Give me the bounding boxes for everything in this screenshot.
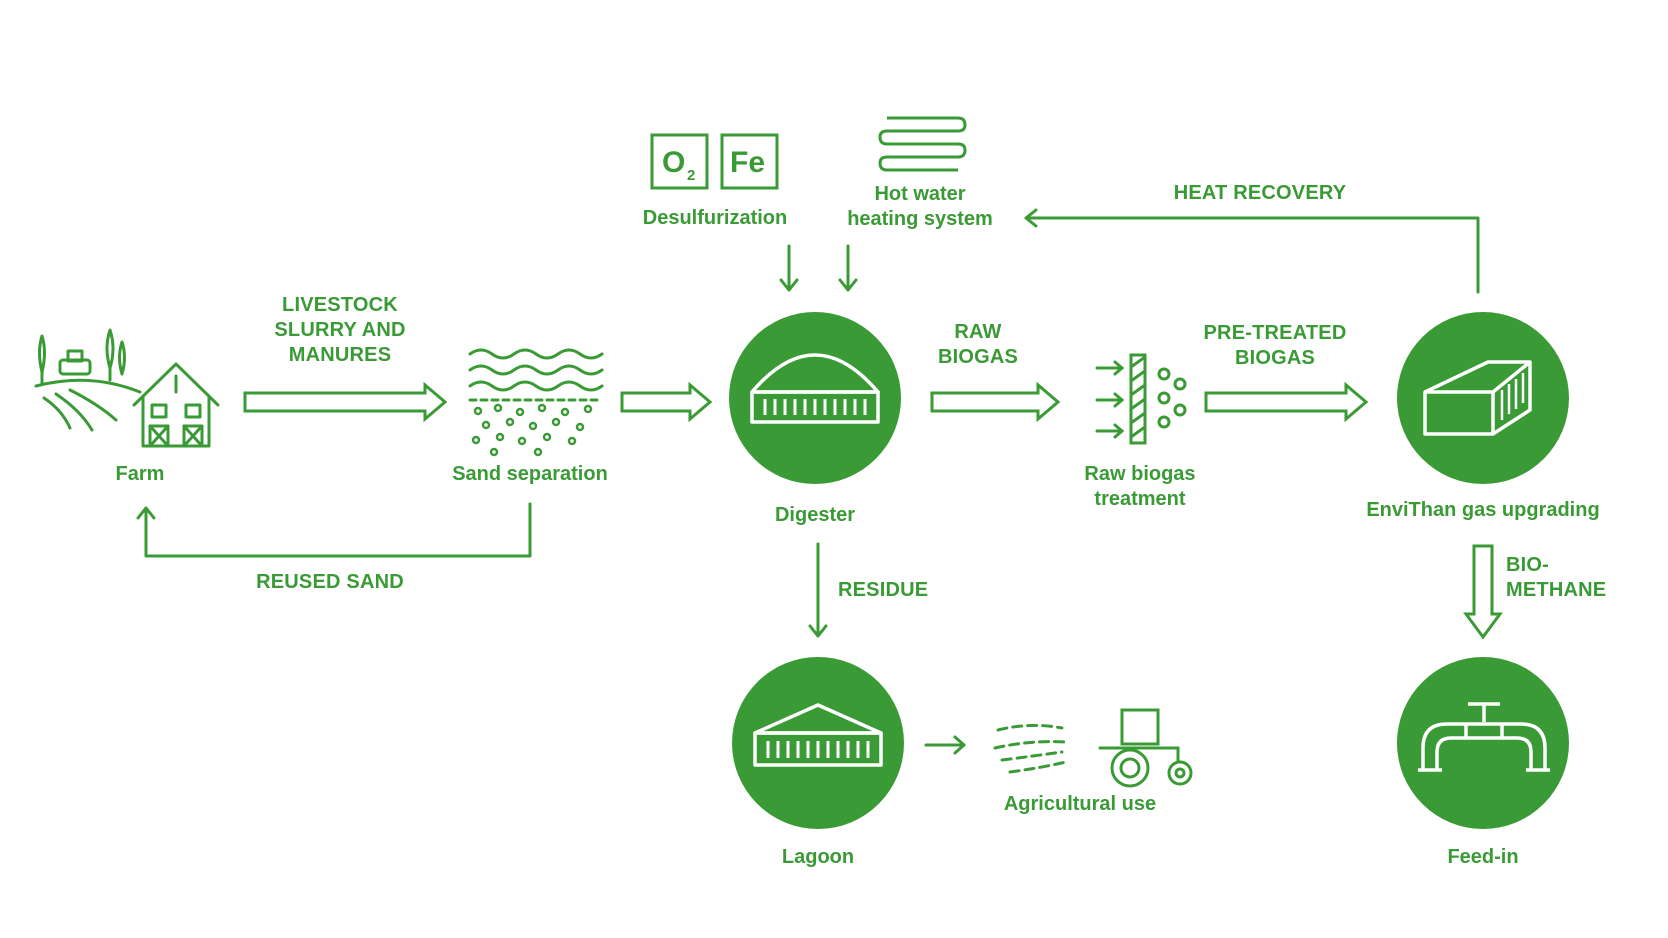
heat-recovery-label: HEAT RECOVERY (1173, 182, 1347, 204)
raw-biogas-line2: BIOGAS (937, 346, 1019, 368)
biomethane-line1: BIO- (1506, 554, 1550, 576)
lagoon-tank-icon (753, 703, 883, 767)
pretreated-flow-label: PRE-TREATED BIOGAS (1185, 321, 1365, 371)
digester-dome-icon (750, 353, 880, 424)
residue-label: RESIDUE (838, 579, 929, 601)
arrow-digester-to-treatment (930, 381, 1061, 423)
farm-label: Farm (115, 463, 165, 485)
arrow-residue (808, 542, 828, 638)
biomethane-line2: METHANE (1506, 579, 1607, 601)
lagoon-label: Lagoon (781, 846, 855, 868)
biomethane-flow-label: BIO- METHANE (1506, 553, 1646, 603)
pretreated-line1: PRE-TREATED (1203, 322, 1347, 344)
arrow-lagoon-to-agricultural (924, 735, 966, 755)
raw-biogas-treatment-line1: Raw biogas (1084, 463, 1196, 485)
hot-water-label-line1: Hot water (874, 183, 966, 205)
tractor-icon (993, 708, 1193, 788)
livestock-line1: LIVESTOCK (282, 294, 398, 316)
pretreated-line2: BIOGAS (1234, 347, 1316, 369)
oxygen-subscript: 2 (687, 167, 695, 184)
digester-label: Digester (774, 504, 856, 526)
filter-icon (1095, 353, 1187, 445)
digester-circle (729, 312, 901, 484)
arrow-farm-to-sand (243, 381, 448, 423)
upgrading-label: EnviThan gas upgrading (1366, 499, 1600, 521)
livestock-flow-label: LIVESTOCK SLURRY AND MANURES (235, 293, 445, 368)
oxygen-tile (650, 133, 709, 190)
iron-tile (720, 133, 779, 190)
agricultural-use-label: Agricultural use (1003, 793, 1157, 815)
arrow-heat-recovery (1024, 208, 1480, 294)
pipeline-icon (1418, 702, 1550, 772)
hot-water-label: Hot water heating system (820, 182, 1020, 232)
arrow-sand-to-digester (620, 381, 713, 423)
arrow-treatment-to-upgrading (1204, 381, 1369, 423)
farm-icon (34, 328, 220, 448)
raw-biogas-treatment-label: Raw biogas treatment (1040, 462, 1240, 512)
raw-biogas-flow-label: RAW BIOGAS (918, 320, 1038, 370)
hot-water-label-line2: heating system (847, 208, 993, 230)
livestock-line3: MANURES (288, 344, 392, 366)
oxygen-symbol: O (662, 146, 685, 179)
reused-sand-label: REUSED SAND (256, 571, 404, 593)
raw-biogas-treatment-line2: treatment (1094, 488, 1186, 510)
upgrading-circle (1397, 312, 1569, 484)
desulfurization-label: Desulfurization (642, 207, 788, 229)
livestock-line2: SLURRY AND (274, 319, 406, 341)
raw-biogas-line1: RAW (954, 321, 1002, 343)
sand-separation-icon (468, 348, 604, 457)
sand-separation-label: Sand separation (452, 463, 608, 485)
arrow-desulfurization-to-digester (779, 244, 799, 292)
heating-coil-icon (878, 116, 967, 172)
arrow-upgrading-to-feed-in (1463, 544, 1503, 640)
arrow-reused-sand (136, 502, 532, 558)
element-tiles-icon (650, 133, 779, 190)
feed-in-circle (1397, 657, 1569, 829)
arrow-hot-water-to-digester (838, 244, 858, 292)
iron-symbol: Fe (730, 146, 765, 179)
feed-in-label: Feed-in (1447, 846, 1519, 868)
container-icon (1423, 360, 1532, 436)
